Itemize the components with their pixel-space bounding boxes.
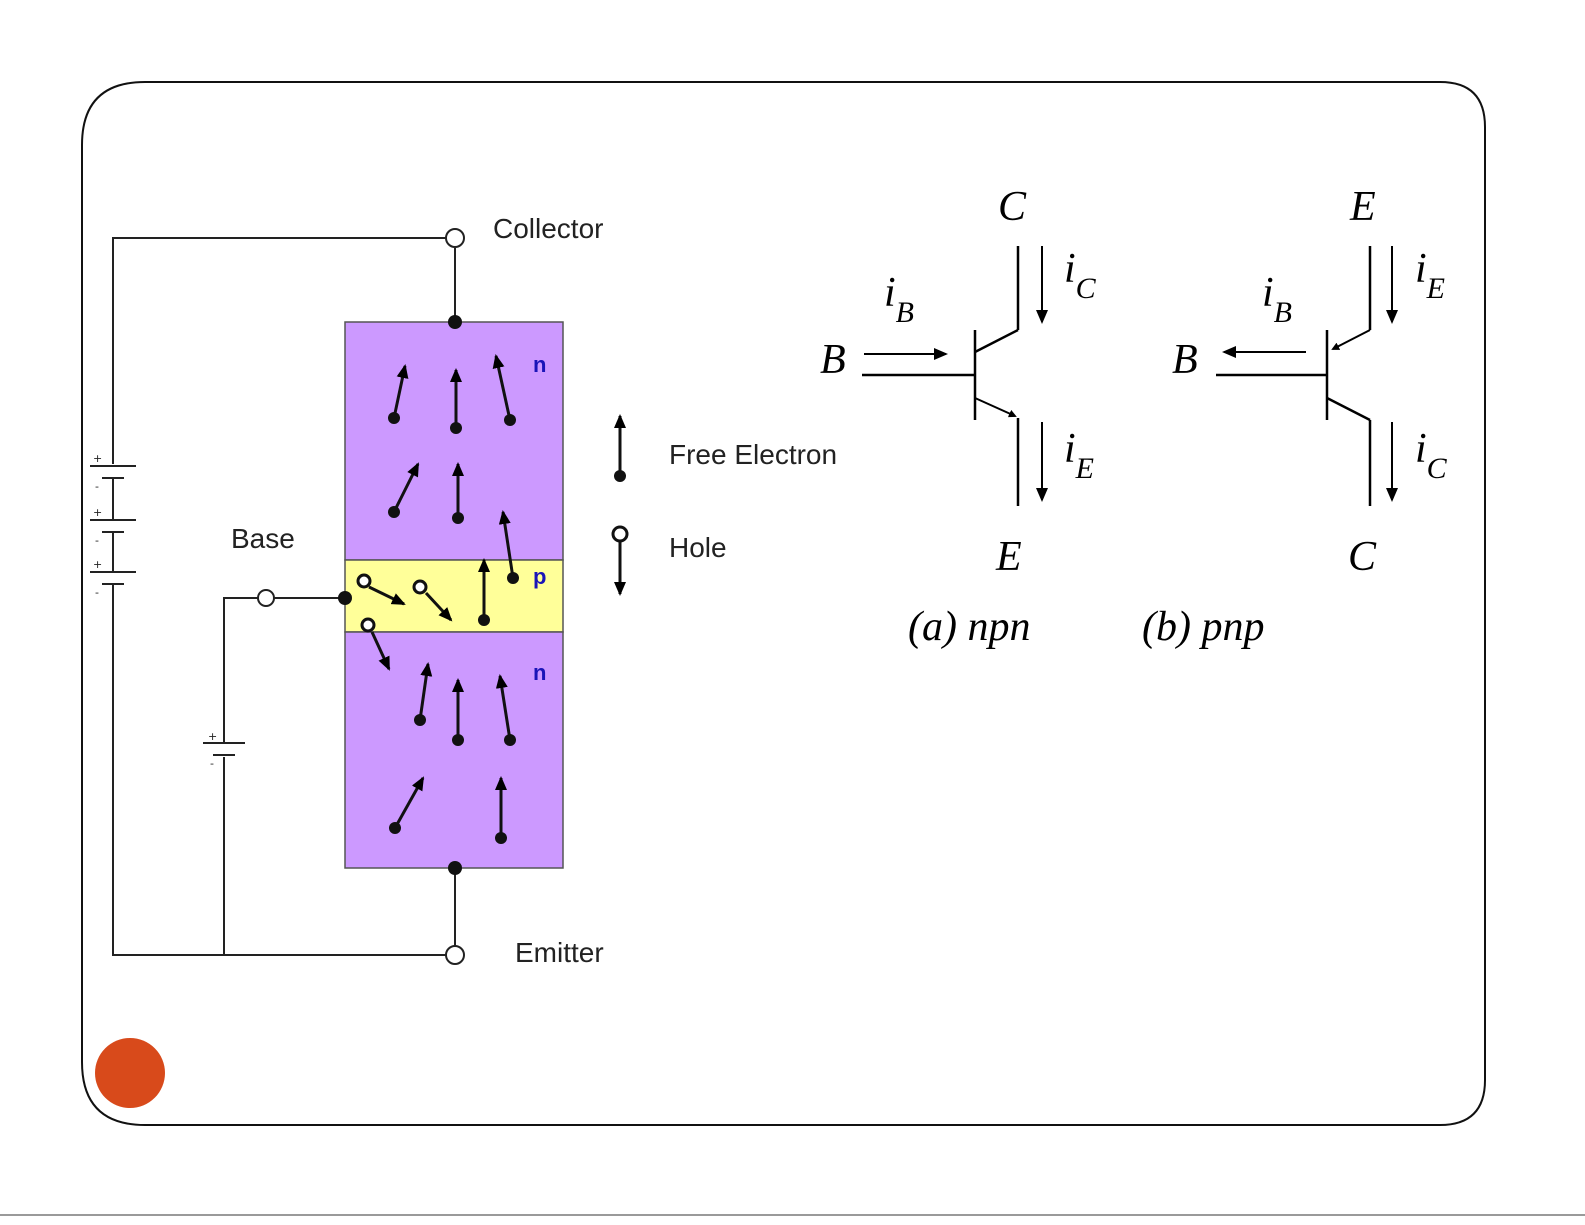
pnp-collector-letter: C <box>1348 534 1377 580</box>
emitter-n-region <box>345 632 563 868</box>
base-doping-label: p <box>533 564 546 589</box>
base-terminal <box>258 590 274 606</box>
pnp-emitter-letter: E <box>1349 184 1376 230</box>
bottom-rule <box>0 1214 1585 1216</box>
svg-text:-: - <box>95 480 99 493</box>
svg-text:-: - <box>95 534 99 547</box>
collector-label: Collector <box>493 213 603 244</box>
accent-dot <box>95 1038 165 1108</box>
base-contact-dot <box>338 591 352 605</box>
svg-text:+: + <box>93 558 102 571</box>
svg-text:-: - <box>210 757 214 770</box>
free-electron-legend-label: Free Electron <box>669 439 837 470</box>
npn-collector-letter: C <box>998 184 1027 230</box>
base-p-region <box>345 560 563 632</box>
collector-contact-dot <box>448 315 462 329</box>
svg-text:-: - <box>95 586 99 599</box>
collector-doping-label: n <box>533 352 546 377</box>
emitter-doping-label: n <box>533 660 546 685</box>
npn-emitter-letter: E <box>995 534 1022 580</box>
collector-terminal <box>446 229 464 247</box>
npn-base-letter: B <box>820 337 846 383</box>
pnp-base-letter: B <box>1172 337 1198 383</box>
hole-legend-label: Hole <box>669 532 727 563</box>
svg-text:+: + <box>93 506 102 519</box>
base-label: Base <box>231 523 295 554</box>
pnp-caption: (b) pnp <box>1142 604 1264 650</box>
emitter-label: Emitter <box>515 937 604 968</box>
emitter-contact-dot <box>448 861 462 875</box>
npn-caption: (a) npn <box>908 604 1030 650</box>
svg-text:+: + <box>93 452 102 465</box>
collector-n-region <box>345 322 563 560</box>
emitter-terminal <box>446 946 464 964</box>
svg-text:+: + <box>208 730 217 743</box>
